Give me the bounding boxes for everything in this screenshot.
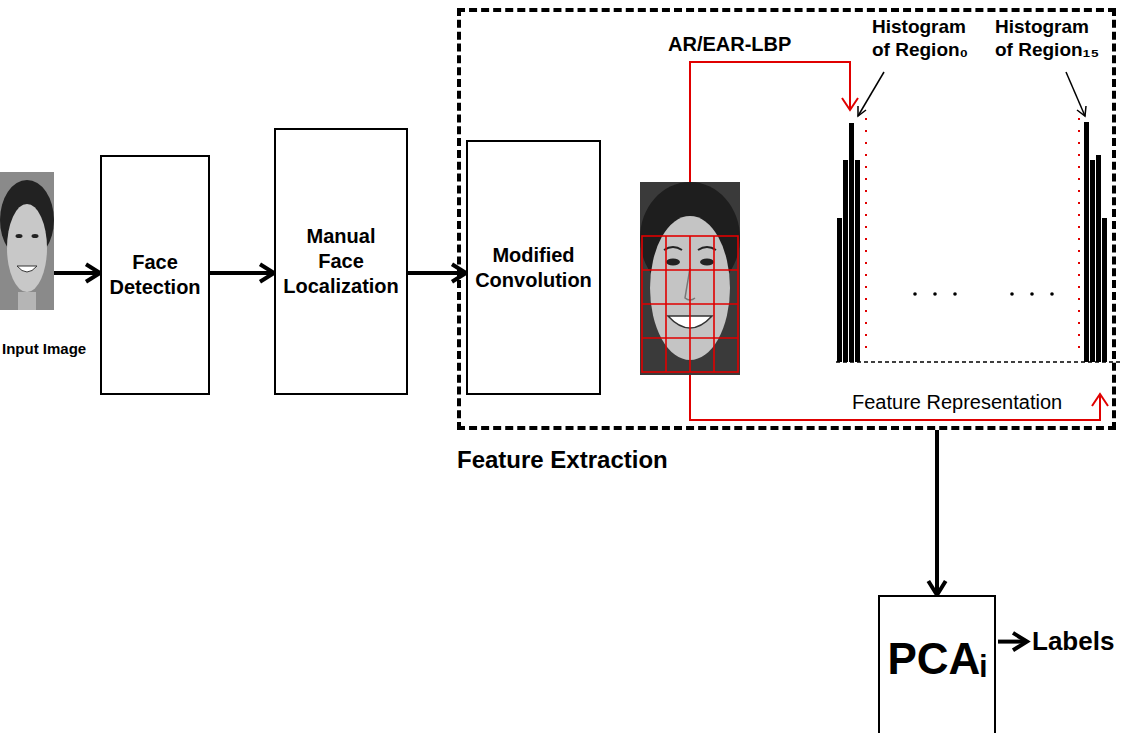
separator bbox=[865, 118, 867, 358]
connector-line bbox=[210, 271, 274, 275]
process-box: Modified Convolution bbox=[466, 140, 601, 395]
dot bbox=[953, 292, 957, 296]
dot bbox=[1030, 292, 1034, 296]
photo-background bbox=[0, 172, 54, 310]
bar bbox=[1090, 160, 1095, 362]
box-label: Manual Face Localization bbox=[283, 224, 399, 299]
eye bbox=[16, 234, 23, 238]
group-heading: Feature Extraction bbox=[457, 446, 668, 474]
arrowhead bbox=[260, 264, 274, 281]
flow-arrow bbox=[928, 430, 945, 595]
separator bbox=[1078, 118, 1080, 358]
histogram-region-0 bbox=[837, 123, 860, 362]
neck bbox=[18, 292, 36, 310]
histogram-label: Histogram of Region₁₅ bbox=[995, 16, 1103, 62]
connector-line bbox=[54, 271, 100, 275]
histogram-label: Histogram of Region₀ bbox=[872, 16, 980, 62]
separators bbox=[866, 118, 1079, 358]
label-pointers bbox=[858, 72, 1086, 116]
grid-face-photo bbox=[640, 182, 740, 375]
bar bbox=[1096, 155, 1101, 362]
input-image: Input Image bbox=[0, 172, 54, 310]
red-arrows bbox=[690, 62, 1108, 420]
process-box: PCAᵢ bbox=[878, 595, 996, 733]
input-face-photo bbox=[0, 172, 54, 310]
group-region: Feature ExtractionModified Convolution bbox=[457, 8, 1116, 430]
eye bbox=[700, 259, 714, 266]
bar bbox=[1102, 218, 1107, 362]
bar bbox=[849, 123, 854, 362]
photo-background bbox=[640, 182, 740, 375]
grid-border bbox=[642, 236, 738, 372]
box-label: Face Detection bbox=[109, 250, 200, 300]
arrowhead bbox=[1077, 106, 1086, 116]
arrowhead bbox=[928, 581, 945, 595]
representation-label: Feature Representation bbox=[850, 390, 1064, 414]
arrowhead bbox=[858, 106, 866, 116]
arrowhead bbox=[842, 98, 858, 110]
bar bbox=[855, 160, 860, 362]
process-box: Manual Face Localization bbox=[274, 128, 408, 395]
lbp-arrow bbox=[690, 62, 850, 182]
face bbox=[7, 204, 47, 292]
bar bbox=[1084, 122, 1089, 362]
baseline bbox=[836, 361, 1122, 363]
smile bbox=[17, 266, 37, 272]
histogram-region-15 bbox=[1084, 122, 1107, 362]
pointer bbox=[858, 72, 884, 116]
box-label: PCAᵢ bbox=[887, 634, 986, 684]
arrowhead bbox=[1092, 394, 1108, 406]
bar bbox=[843, 160, 848, 362]
connector-line bbox=[935, 430, 939, 595]
output-arrow bbox=[998, 633, 1027, 650]
output-label: Labels bbox=[1032, 626, 1114, 657]
dot bbox=[1050, 292, 1054, 296]
grid-line bbox=[642, 337, 738, 339]
pointer bbox=[1066, 72, 1085, 116]
dot bbox=[933, 292, 937, 296]
process-box: Face Detection bbox=[100, 155, 210, 395]
dot bbox=[1010, 292, 1014, 296]
arrowhead bbox=[1013, 633, 1027, 650]
bar bbox=[837, 218, 842, 362]
image-caption: Input Image bbox=[2, 340, 86, 357]
flow-arrow bbox=[54, 264, 100, 281]
method-label: AR/EAR-LBP bbox=[668, 32, 791, 56]
eye bbox=[666, 259, 680, 266]
grid-line bbox=[642, 269, 738, 271]
flow-arrow bbox=[210, 264, 274, 281]
arrowhead bbox=[86, 264, 100, 281]
box-label: Modified Convolution bbox=[475, 243, 592, 293]
feature-arrow bbox=[690, 375, 1100, 420]
region-grid bbox=[642, 236, 738, 372]
ellipsis-dots bbox=[913, 292, 1054, 296]
grid-line bbox=[642, 303, 738, 305]
eye bbox=[32, 234, 39, 238]
dot bbox=[913, 292, 917, 296]
